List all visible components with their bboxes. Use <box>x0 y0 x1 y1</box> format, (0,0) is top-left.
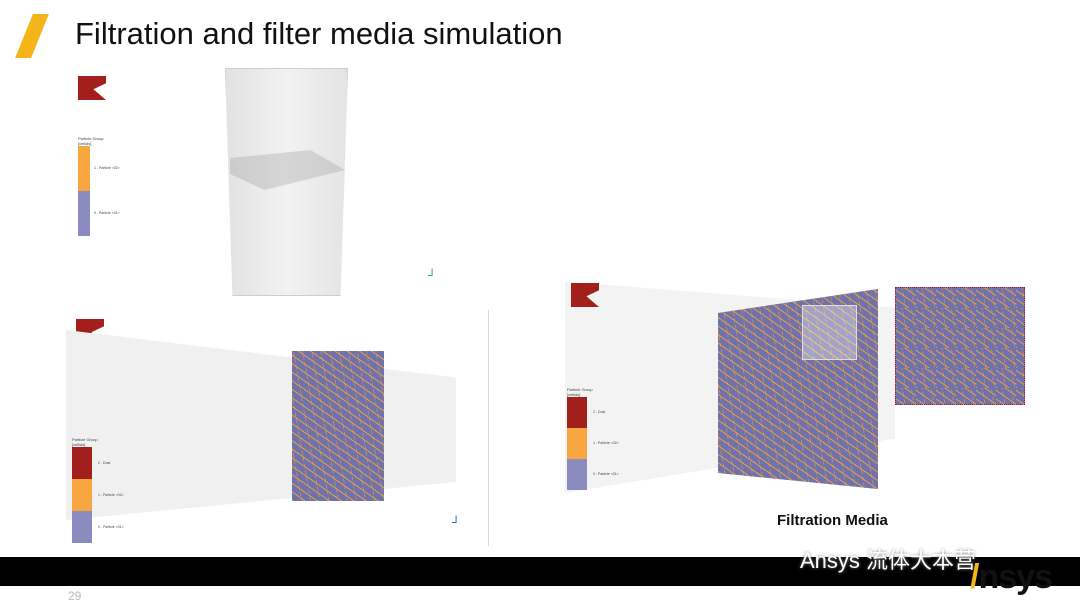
legend-swatch: 0 - Particle <01> <box>78 191 120 236</box>
filter-media-sample <box>292 351 384 501</box>
accent-slash <box>15 14 49 58</box>
legend-label: 1 - Particle <02> <box>593 441 619 445</box>
legend-label: 1 - Particle <02> <box>94 166 120 170</box>
right-simulation-panel: Particle Group [cellids] 2 - Dust 1 - Pa… <box>565 275 1030 497</box>
legend-title: Particle Group <box>567 387 593 392</box>
ansys-logo-mark: / <box>970 558 980 596</box>
footer-bar <box>0 557 1080 586</box>
legend-title: Particle Group <box>72 437 98 442</box>
legend-label: 2 - Dust <box>98 461 111 465</box>
legend-label: 0 - Particle <01> <box>94 211 120 215</box>
panel-divider <box>488 310 489 546</box>
axis-triad-icon: ⅃ <box>428 268 434 279</box>
axis-triad-icon: ⅃ <box>452 515 458 526</box>
legend-subtitle: [cellids] <box>567 392 581 397</box>
top-simulation-panel: Particle Group [cellids] 1 - Particle <0… <box>70 68 450 298</box>
watermark: Ansys 流体大本营 <box>800 548 977 573</box>
legend-label: 2 - Dust <box>593 410 606 414</box>
legend-label: 0 - Particle <01> <box>593 472 619 476</box>
particle-legend: Particle Group [cellids] 2 - Dust 1 - Pa… <box>72 437 124 543</box>
channel-geometry <box>66 330 456 520</box>
particle-legend: Particle Group [cellids] 2 - Dust 1 - Pa… <box>567 387 619 490</box>
zoom-highlight <box>802 305 857 360</box>
legend-swatch: 0 - Particle <01> <box>567 459 619 490</box>
legend-swatch: 0 - Particle <01> <box>72 511 124 543</box>
legend-swatch: 1 - Particle <02> <box>78 146 120 191</box>
legend-title: Particle Group <box>78 136 104 141</box>
bottom-left-simulation-panel: Particle Group [cellids] 2 - Dust 1 - Pa… <box>66 315 476 547</box>
filter-media-closeup <box>895 287 1025 405</box>
filter-media-sample <box>718 289 878 489</box>
legend-swatch: 1 - Particle <02> <box>72 479 124 511</box>
legend-label: 0 - Particle <01> <box>98 525 124 529</box>
channel-geometry <box>225 68 348 296</box>
ansys-logo: /nsys <box>970 558 1053 597</box>
particle-legend: Particle Group [cellids] 1 - Particle <0… <box>78 136 120 236</box>
slide-title: Filtration and filter media simulation <box>75 16 563 51</box>
filtration-media-caption: Filtration Media <box>777 512 888 529</box>
legend-swatch: 2 - Dust <box>72 447 110 479</box>
legend-swatch: 2 - Dust <box>567 397 605 428</box>
legend-subtitle: [cellids] <box>72 442 86 447</box>
page-number: 29 <box>68 589 82 603</box>
legend-label: 1 - Particle <02> <box>98 493 124 497</box>
legend-swatch: 1 - Particle <02> <box>567 428 619 459</box>
legend-subtitle: [cellids] <box>78 141 92 146</box>
ansys-logo-text: nsys <box>978 558 1053 596</box>
fluent-logo-icon <box>78 76 106 100</box>
